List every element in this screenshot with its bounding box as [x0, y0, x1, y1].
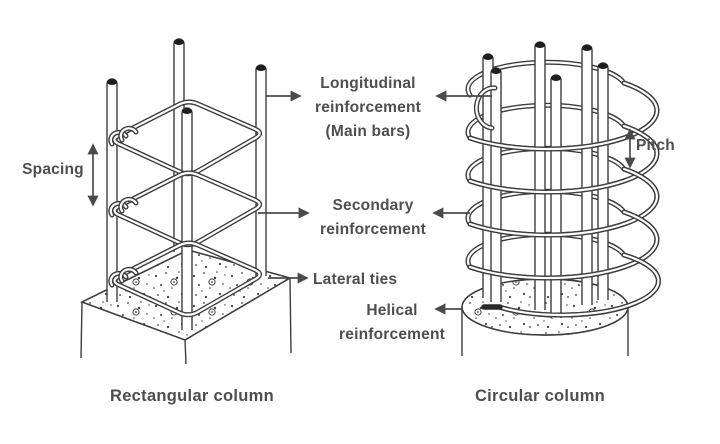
helical-label-line1: Helical [366, 302, 417, 319]
rectangular-column-caption: Rectangular column [110, 387, 274, 405]
secondary-label-line1: Secondary [332, 197, 413, 214]
rectangular-column-figure [80, 38, 292, 365]
longitudinal-label-line1: Longitudinal [320, 75, 415, 92]
longitudinal-label-line2: reinforcement [315, 99, 421, 116]
spacing-label: Spacing [22, 161, 84, 178]
pitch-label: Pitch [636, 137, 675, 154]
longitudinal-label-line3: (Main bars) [326, 123, 411, 140]
annotation-arrows [87, 90, 636, 315]
circular-column-figure [461, 41, 661, 356]
circular-main-bars [482, 41, 609, 318]
lateral-tie [108, 99, 263, 177]
circular-column-caption: Circular column [475, 387, 605, 405]
text-labels: Longitudinal reinforcement (Main bars) S… [22, 75, 675, 405]
secondary-label-line2: reinforcement [320, 221, 426, 238]
helical-label-line2: reinforcement [339, 326, 445, 343]
lateral-ties-label: Lateral ties [313, 271, 397, 288]
